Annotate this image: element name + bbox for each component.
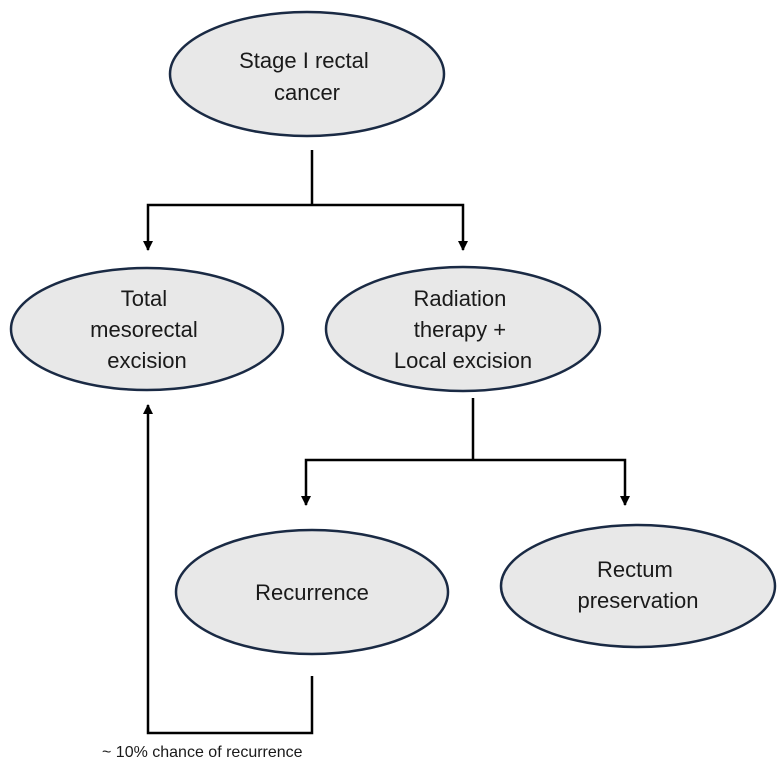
edge-recurrence-to-tme: [143, 404, 314, 735]
node-recurrence-line-1: Recurrence: [255, 580, 369, 605]
edge-split-to-recurrence: [301, 458, 473, 506]
node-stage-i-rectal-cancer: Stage I rectal cancer: [168, 10, 446, 138]
svg-text:Total mesorectal e: Total mesorectal excision: [90, 286, 204, 373]
node-radiation-line-2: therapy +: [414, 317, 506, 342]
node-stage-i-line-2: cancer: [274, 80, 340, 105]
svg-text:Radiation therapy +: Radiation therapy + Local excision: [394, 286, 532, 373]
node-radiation-therapy-local-excision: Radiation therapy + Local excision: [324, 265, 602, 393]
recurrence-chance-note: ~ 10% chance of recurrence: [102, 744, 303, 761]
svg-text:Stage I rectal cancer: Stage I rectal cancer: [239, 48, 375, 105]
node-stage-i-line-1: Stage I rectal: [239, 48, 369, 73]
svg-text:Recurrence: Recurrence: [255, 580, 369, 605]
edge-split-to-preservation: [473, 458, 630, 506]
node-tme-line-3: excision: [107, 348, 186, 373]
edges: [143, 150, 630, 735]
node-tme-line-2: mesorectal: [90, 317, 198, 342]
node-radiation-line-1: Radiation: [413, 286, 506, 311]
node-total-mesorectal-excision: Total mesorectal excision: [9, 266, 285, 392]
svg-text:Rectum preservation: Rectum preservation: [577, 557, 698, 613]
node-recurrence: Recurrence: [174, 528, 450, 656]
node-rectum-preservation: Rectum preservation: [499, 523, 777, 649]
node-preservation-line-1: Rectum: [597, 557, 673, 582]
node-preservation-line-2: preservation: [577, 588, 698, 613]
node-tme-line-1: Total: [121, 286, 167, 311]
node-radiation-line-3: Local excision: [394, 348, 532, 373]
edge-split-to-tme: [143, 203, 312, 251]
edge-split-to-radiation: [312, 203, 468, 251]
